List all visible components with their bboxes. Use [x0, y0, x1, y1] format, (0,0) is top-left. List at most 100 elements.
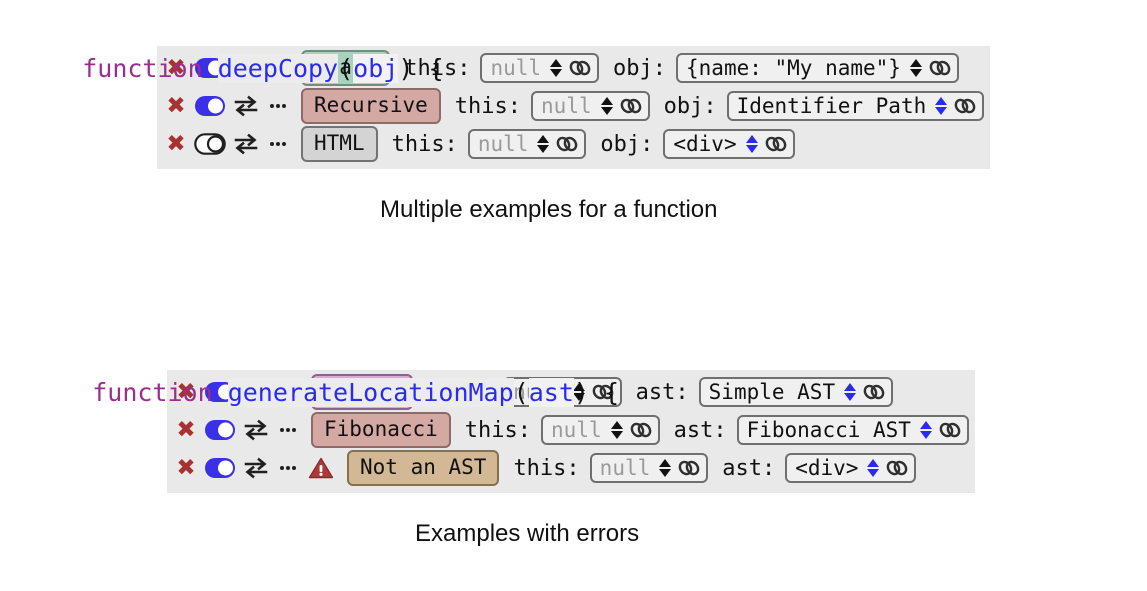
function-parameter[interactable]: obj	[353, 54, 399, 83]
chain-link-icon[interactable]	[678, 458, 700, 478]
value-field-this[interactable]: null	[531, 91, 650, 121]
function-parameter[interactable]: ast	[528, 378, 574, 407]
function-name[interactable]: deepCopy	[217, 54, 339, 83]
example-row[interactable]: ✖ HTML this: null obj: <div>	[163, 125, 984, 163]
example-name-badge[interactable]: Recursive	[301, 88, 441, 124]
function-signature: function deepCopy(obj) {	[22, 24, 444, 114]
value-text: Identifier Path	[736, 93, 927, 118]
param-label-ast: ast:	[673, 417, 727, 443]
spinner-arrows-icon[interactable]	[610, 421, 623, 439]
toggle-on-icon[interactable]	[203, 417, 237, 443]
param-label-this: this:	[464, 417, 532, 443]
open-paren: (	[513, 378, 529, 407]
chain-link-icon[interactable]	[954, 96, 976, 116]
value-field-this[interactable]: null	[541, 415, 660, 445]
param-label-this: this:	[404, 55, 471, 81]
value-text: null	[477, 131, 529, 156]
function-name[interactable]: generateLocationMap	[227, 378, 514, 407]
function-signature: function generateLocationMap(ast) {	[32, 348, 619, 438]
swap-arrows-icon[interactable]	[231, 131, 261, 157]
value-field-this[interactable]: null	[589, 453, 709, 483]
close-icon[interactable]: ✖	[176, 378, 196, 405]
value-field-ast[interactable]: <div>	[785, 453, 917, 483]
spinner-arrows-icon[interactable]	[745, 135, 758, 153]
more-dots-icon[interactable]	[265, 131, 291, 157]
close-icon[interactable]: ✖	[166, 92, 186, 119]
chain-link-icon[interactable]	[592, 382, 614, 402]
examples-panel: ✖ Plain this: null obj: {name: "My name"…	[157, 46, 991, 169]
close-icon[interactable]: ✖	[176, 454, 196, 481]
spinner-arrows-icon[interactable]	[572, 383, 585, 401]
param-label-obj: obj:	[613, 55, 667, 81]
value-text: <div>	[673, 131, 737, 156]
example-name-badge[interactable]: Fibonacci	[311, 412, 451, 448]
example-name-badge[interactable]: Not an AST	[347, 450, 500, 486]
spinner-arrows-icon[interactable]	[935, 97, 948, 115]
value-text: null	[541, 93, 592, 118]
example-row[interactable]: ✖ Fibonacci this: null ast: Fibonacci AS…	[173, 411, 969, 449]
more-dots-icon[interactable]	[275, 417, 301, 443]
chain-link-icon[interactable]	[620, 96, 642, 116]
function-keyword: function	[92, 378, 228, 407]
function-example-block-deepcopy: function deepCopy(obj) { ✖ Plain this: n…	[22, 24, 991, 169]
param-label-obj: obj:	[600, 131, 654, 157]
spinner-arrows-icon[interactable]	[919, 421, 932, 439]
spinner-arrows-icon[interactable]	[537, 135, 550, 153]
value-text: Fibonacci AST	[746, 417, 911, 442]
toggle-off-icon[interactable]	[193, 131, 227, 157]
param-label-this: this:	[454, 93, 522, 119]
param-label-ast: ast:	[635, 379, 689, 405]
value-text: Simple AST	[708, 379, 836, 404]
value-field-obj[interactable]: {name: "My name"}	[676, 53, 959, 83]
open-paren: (	[338, 54, 354, 83]
close-icon[interactable]: ✖	[166, 130, 186, 157]
chain-link-icon[interactable]	[929, 58, 951, 78]
spinner-arrows-icon[interactable]	[867, 459, 880, 477]
toggle-on-icon[interactable]	[203, 455, 237, 481]
value-field-obj[interactable]: Identifier Path	[726, 91, 985, 121]
chain-link-icon[interactable]	[765, 134, 787, 154]
param-label-this: this:	[513, 455, 580, 481]
example-name-badge[interactable]: HTML	[301, 126, 378, 162]
spinner-arrows-icon[interactable]	[659, 459, 672, 477]
chain-link-icon[interactable]	[863, 382, 885, 402]
close-paren: )	[573, 378, 604, 407]
chain-link-icon[interactable]	[556, 134, 578, 154]
param-label-this: this:	[391, 131, 458, 157]
value-field-this[interactable]: null	[467, 129, 587, 159]
value-field-obj[interactable]: <div>	[663, 129, 795, 159]
value-text: {name: "My name"}	[686, 55, 901, 80]
more-dots-icon[interactable]	[265, 93, 291, 119]
open-brace: {	[428, 54, 444, 83]
close-paren: )	[398, 54, 429, 83]
open-brace: {	[604, 378, 620, 407]
spinner-arrows-icon[interactable]	[909, 59, 922, 77]
value-text: null	[490, 55, 542, 80]
chain-link-icon[interactable]	[630, 420, 652, 440]
spinner-arrows-icon[interactable]	[844, 383, 857, 401]
swap-arrows-icon[interactable]	[231, 93, 261, 119]
block-caption: Multiple examples for a function	[380, 196, 718, 223]
toggle-on-icon[interactable]	[193, 93, 227, 119]
param-label-obj: obj:	[663, 93, 717, 119]
value-text: <div>	[795, 455, 859, 480]
value-field-ast[interactable]: Fibonacci AST	[736, 415, 969, 445]
value-field-this[interactable]: null	[480, 53, 600, 83]
close-icon[interactable]: ✖	[166, 54, 186, 81]
example-row[interactable]: ✖ Not an AST this: null ast: <d	[173, 449, 969, 487]
example-row[interactable]: ✖ Recursive this: null obj: Identifier P…	[163, 87, 985, 125]
swap-arrows-icon[interactable]	[241, 455, 271, 481]
warning-triangle-icon[interactable]	[307, 455, 335, 481]
block-caption: Examples with errors	[415, 520, 640, 547]
spinner-arrows-icon[interactable]	[550, 59, 563, 77]
close-icon[interactable]: ✖	[176, 416, 196, 443]
chain-link-icon[interactable]	[939, 420, 961, 440]
spinner-arrows-icon[interactable]	[600, 97, 613, 115]
value-field-ast[interactable]: Simple AST	[698, 377, 894, 407]
chain-link-icon[interactable]	[886, 458, 908, 478]
function-example-block-generatelocationmap: function generateLocationMap(ast) { ✖ Si…	[32, 348, 975, 493]
chain-link-icon[interactable]	[569, 58, 591, 78]
more-dots-icon[interactable]	[275, 455, 301, 481]
function-keyword: function	[82, 54, 218, 83]
swap-arrows-icon[interactable]	[241, 417, 271, 443]
